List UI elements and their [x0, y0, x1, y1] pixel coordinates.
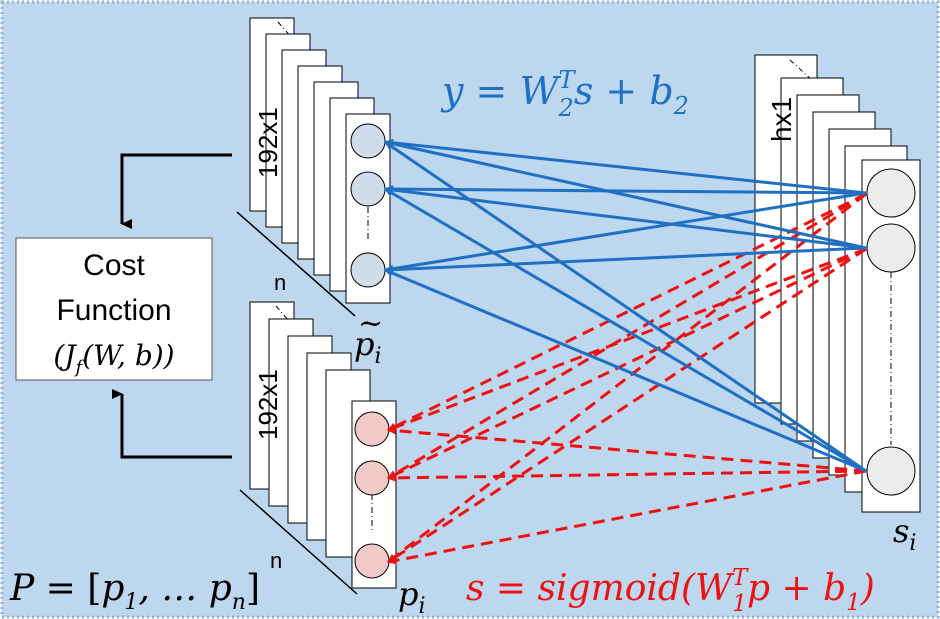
- enc-edge: [387, 469, 867, 565]
- enc-edge: [387, 192, 867, 480]
- enc-edge: [387, 192, 867, 564]
- hidden-node-2: [866, 223, 916, 273]
- top-node-1: [350, 123, 386, 159]
- enc-edge: [387, 426, 867, 473]
- hidden-stack-dim-label: hx1: [766, 97, 797, 142]
- dec-edge: [384, 140, 867, 473]
- top-node-3: [350, 252, 386, 288]
- dec-edge: [384, 187, 867, 473]
- cost-formula: (Jf(W, b)): [53, 339, 174, 378]
- encoder-connections: [387, 192, 867, 565]
- bottom-node-1: [354, 411, 390, 447]
- hidden-node-1: [866, 168, 916, 218]
- top-stack-tilde: ~: [358, 306, 383, 341]
- top-stack: 192x1 n ~ pi: [236, 17, 391, 369]
- enc-edge: [387, 247, 867, 432]
- decoder-connections: [384, 138, 867, 473]
- bottom-stack-count-label: n: [270, 548, 282, 573]
- top-stack-count-label: n: [274, 270, 286, 295]
- enc-edge: [387, 247, 867, 564]
- dec-edge: [384, 186, 867, 250]
- dec-edge: [384, 185, 867, 195]
- cost-function-box: Cost Function (Jf(W, b)): [15, 237, 213, 381]
- bottom-node-3: [354, 543, 390, 579]
- hidden-stack-var: si: [893, 512, 916, 556]
- dec-edge: [384, 139, 867, 250]
- hidden-stack: hx1 si: [754, 54, 921, 556]
- input-set-definition: P = [p1, … pn]: [9, 568, 260, 615]
- enc-edge: [387, 247, 867, 480]
- bottom-stack-var: pi: [398, 575, 426, 619]
- cost-label-line2: Function: [56, 294, 171, 327]
- top-stack-var: pi: [354, 325, 382, 369]
- top-node-2: [350, 171, 386, 207]
- hidden-node-3: [866, 446, 916, 496]
- feedback-arrow-bottom: [112, 389, 232, 459]
- top-stack-dim-label: 192x1: [253, 107, 283, 178]
- dec-edge: [384, 138, 867, 195]
- cost-label-line1: Cost: [83, 249, 145, 282]
- enc-edge: [387, 192, 867, 432]
- dec-edge: [384, 246, 867, 274]
- dec-edge: [384, 268, 867, 473]
- dec-edge: [384, 191, 867, 273]
- bottom-stack: 192x1 n pi: [239, 301, 426, 619]
- bottom-stack-dim-label: 192x1: [253, 369, 283, 440]
- feedback-arrow-top: [120, 153, 232, 229]
- bottom-node-2: [354, 460, 390, 496]
- enc-edge: [387, 469, 867, 482]
